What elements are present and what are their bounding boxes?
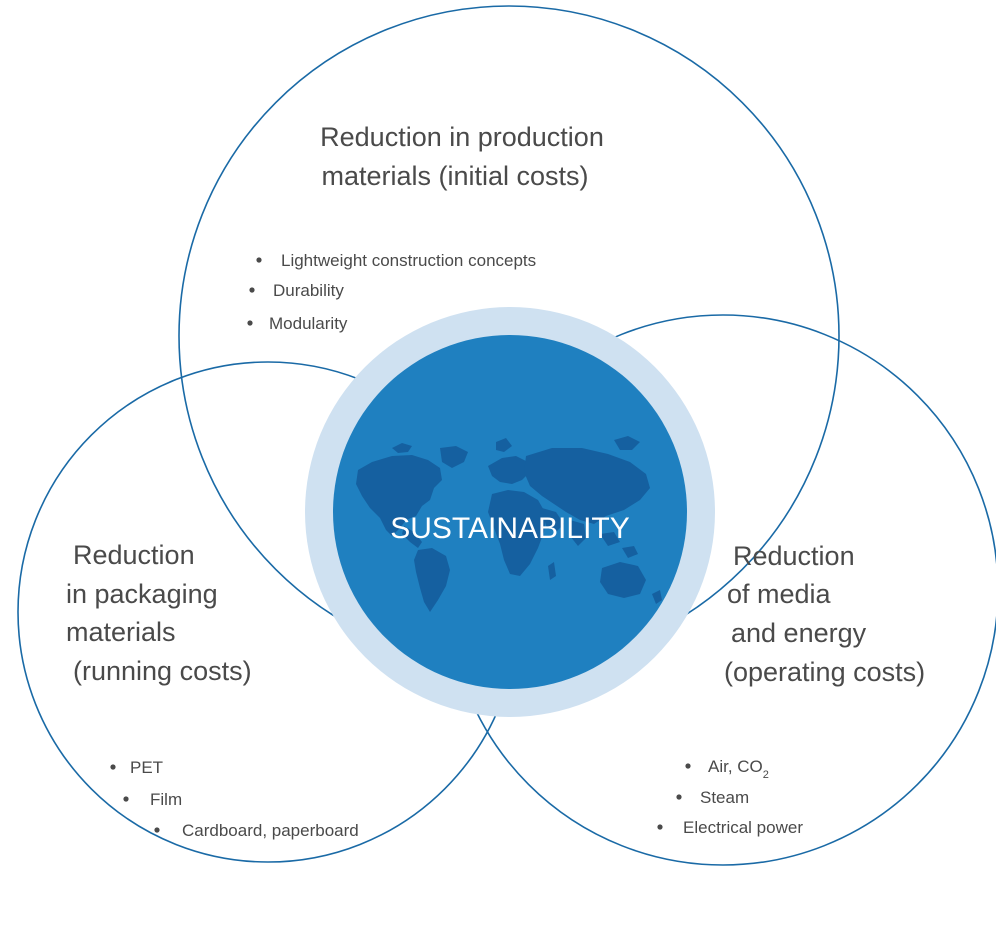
left-heading-line: Reduction: [73, 540, 195, 570]
right-bullet-list: Air, CO2 Steam Electrical power: [657, 757, 803, 837]
right-heading: Reduction of media and energy (operating…: [724, 541, 925, 687]
bullet-dot: [676, 794, 682, 800]
right-bullet-item: Air, CO2: [708, 757, 769, 781]
bullet-dot: [154, 827, 160, 833]
bullet-dot: [110, 764, 116, 770]
left-heading-line: in packaging: [66, 579, 218, 609]
right-heading-line: and energy: [731, 618, 867, 648]
right-bullet-text: Air, CO: [708, 757, 763, 776]
top-heading-line: materials (initial costs): [321, 161, 588, 191]
top-bullet-list: Lightweight construction concepts Durabi…: [247, 251, 536, 333]
left-bullet-item: Cardboard, paperboard: [182, 821, 359, 840]
bullet-dot: [247, 320, 253, 326]
left-heading-line: (running costs): [73, 656, 252, 686]
left-heading: Reduction in packaging materials (runnin…: [66, 540, 252, 686]
center-label: SUSTAINABILITY: [390, 512, 630, 545]
right-heading-line: of media: [727, 579, 832, 609]
left-heading-line: materials: [66, 617, 176, 647]
right-heading-line: (operating costs): [724, 657, 925, 687]
top-heading-line: Reduction in production: [320, 122, 604, 152]
top-bullet-item: Durability: [273, 281, 344, 300]
bullet-dot: [685, 763, 691, 769]
top-bullet-item: Lightweight construction concepts: [281, 251, 536, 270]
left-bullet-item: PET: [130, 758, 163, 777]
left-bullet-list: PET Film Cardboard, paperboard: [110, 758, 359, 840]
bullet-dot: [256, 257, 262, 263]
right-heading-line: Reduction: [733, 541, 855, 571]
co2-subscript: 2: [763, 769, 769, 781]
world-map-icon: [356, 436, 662, 612]
right-bullet-item: Electrical power: [683, 818, 803, 837]
left-bullet-item: Film: [150, 790, 182, 809]
bullet-dot: [657, 824, 663, 830]
bullet-dot: [249, 287, 255, 293]
right-bullet-item: Steam: [700, 788, 749, 807]
top-bullet-item: Modularity: [269, 314, 348, 333]
bullet-dot: [123, 796, 129, 802]
top-heading: Reduction in production materials (initi…: [320, 122, 604, 191]
